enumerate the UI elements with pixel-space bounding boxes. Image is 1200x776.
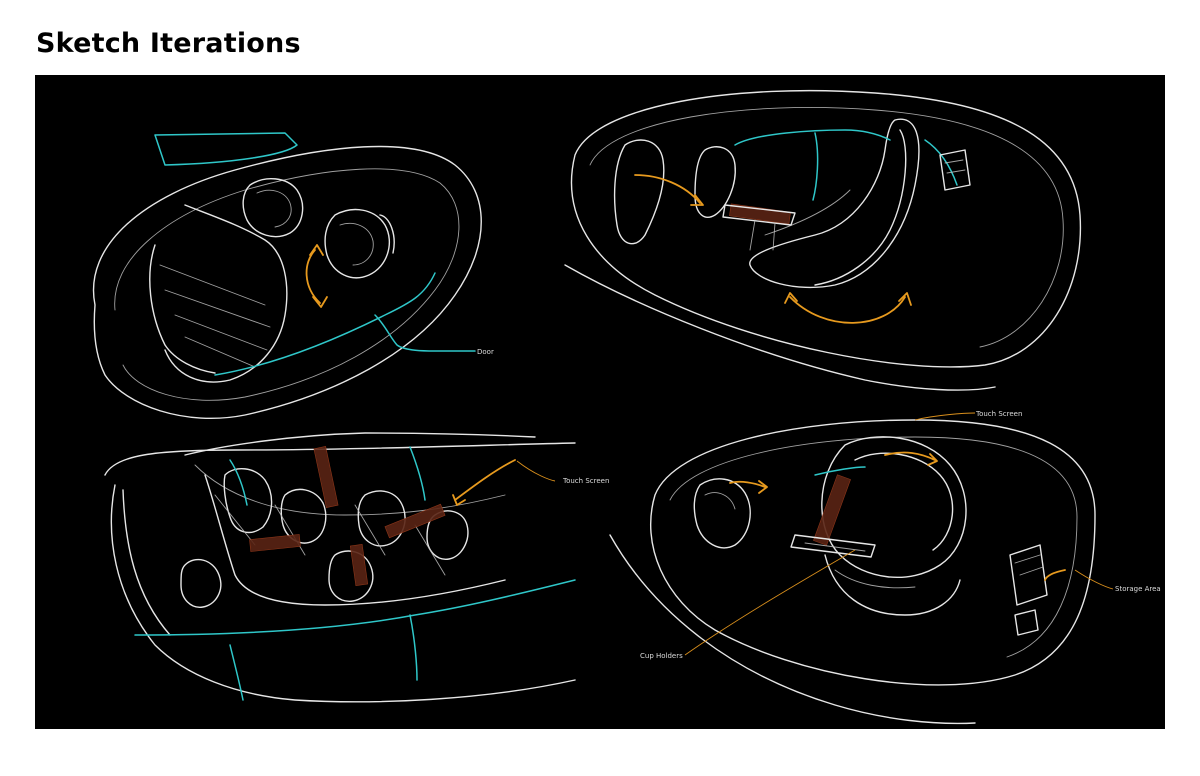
sketch-1-top-view-interior: Door — [92, 132, 494, 419]
sketch-4-features-callouts: Touch Screen Storage Area Cup Holders — [609, 410, 1161, 725]
page-title: Sketch Iterations — [36, 28, 301, 59]
sketch-canvas: Door — [92, 89, 1161, 725]
annotation-touch-screen-right: Touch Screen — [975, 410, 1022, 418]
annotation-cup-holders: Cup Holders — [640, 652, 683, 660]
sketch-board: Door — [35, 75, 1165, 729]
annotation-touch-screen-left: Touch Screen — [562, 477, 609, 485]
sketch-2-seat-rotation — [564, 89, 1082, 391]
annotation-door: Door — [477, 348, 494, 356]
annotation-storage-area: Storage Area — [1115, 585, 1161, 593]
sketch-3-cabin-perspective: Touch Screen — [104, 432, 609, 703]
